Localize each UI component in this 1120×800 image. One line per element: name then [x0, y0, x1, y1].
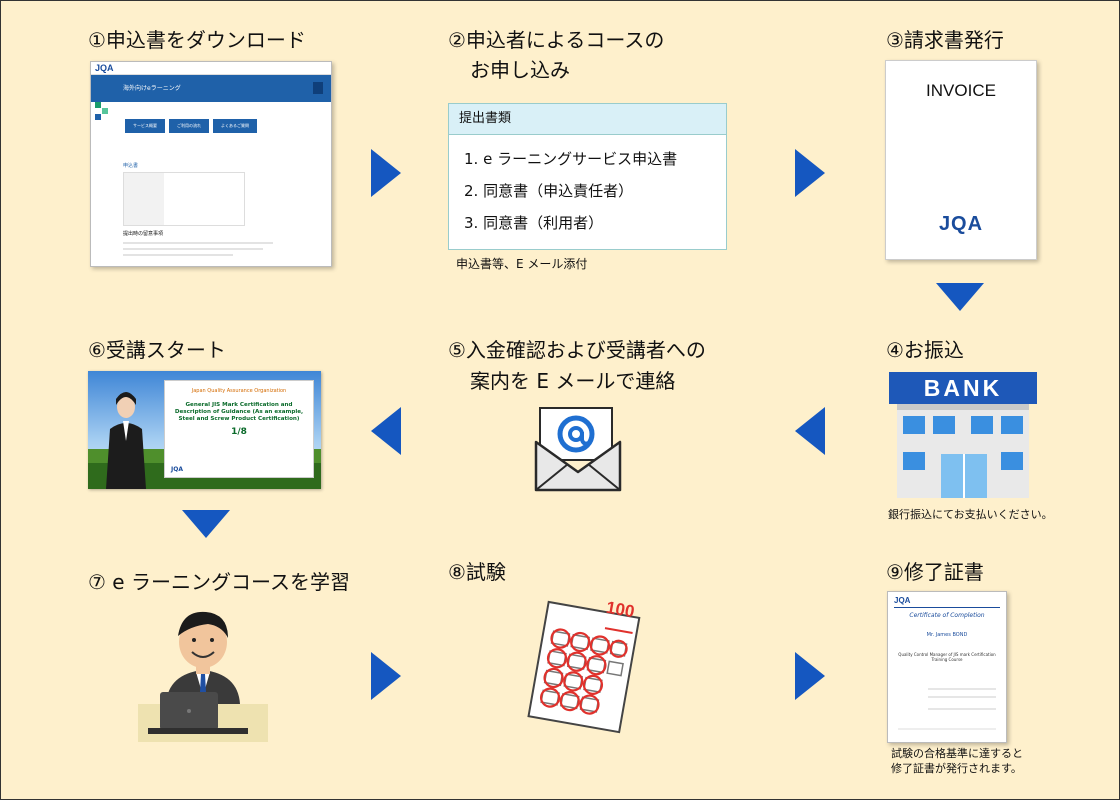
required-documents-box: 提出書類 1. e ラーニングサービス申込書 2. 同意書（申込責任者） 3. …: [448, 103, 727, 250]
certificate-note-line2: 修了証書が発行されます。: [891, 762, 1022, 775]
document-item: 2. 同意書（申込責任者）: [464, 182, 634, 200]
arrow-right-icon: [795, 652, 825, 700]
jqa-logo: JQA: [894, 596, 911, 605]
step8-title: ⑧試験: [448, 560, 506, 584]
learner-illustration: [138, 604, 268, 748]
certificate-title: Certificate of Completion: [909, 612, 985, 619]
application-form-screenshot: JQA 海外向けeラーニング サービス概要 ご利用の流れ よくあるご質問 申込書…: [90, 61, 332, 267]
step3-title: ③請求書発行: [886, 28, 1004, 52]
documents-header: 提出書類: [449, 104, 726, 135]
slide-page: 1/8: [231, 427, 247, 437]
document-item: 3. 同意書（利用者）: [464, 214, 604, 232]
step9-title: ⑨修了証書: [886, 560, 984, 584]
arrow-left-icon: [371, 407, 401, 455]
arrow-down-icon: [182, 510, 230, 538]
certificate-note: 試験の合格基準に達すると 修了証書が発行されます。: [891, 746, 1023, 776]
invoice-title: INVOICE: [926, 81, 996, 100]
screenshot-section: 申込書: [123, 163, 139, 169]
jqa-logo: JQA: [171, 466, 183, 473]
screenshot-tab: サービス概要: [125, 119, 165, 133]
step6-title: ⑥受講スタート: [88, 338, 226, 362]
email-icon: [534, 402, 622, 496]
arrow-right-icon: [371, 149, 401, 197]
lecture-slide: Japan Quality Assurance Organization Gen…: [164, 380, 314, 478]
arrow-down-icon: [936, 283, 984, 311]
certificate-document: JQA Certificate of Completion Mr. James …: [887, 591, 1007, 743]
step5-title-line2: 案内を E メールで連絡: [470, 369, 676, 393]
step2-title-line1: ②申込者によるコースの: [448, 28, 665, 52]
bank-note: 銀行振込にてお支払いください。: [888, 508, 1053, 521]
certificate-name: Mr. James BOND: [926, 632, 968, 638]
screenshot-banner: 海外向けeラーニング: [91, 75, 331, 102]
arrow-right-icon: [795, 149, 825, 197]
step1-title: ①申込書をダウンロード: [88, 28, 306, 52]
screenshot-tab: よくあるご質問: [213, 119, 257, 133]
slide-title: General JIS Mark Certification and Descr…: [174, 402, 304, 422]
slide-organization: Japan Quality Assurance Organization: [191, 388, 287, 394]
test-paper-icon: [508, 596, 648, 740]
arrow-right-icon: [371, 652, 401, 700]
certificate-note-line1: 試験の合格基準に達すると: [891, 747, 1023, 760]
bank-sign: BANK: [923, 375, 1003, 401]
step7-title: ⑦ e ラーニングコースを学習: [88, 570, 350, 594]
screenshot-notes-heading: 提出時の留意事項: [123, 231, 164, 237]
screenshot-tab: ご利用の流れ: [169, 119, 209, 133]
jqa-logo: JQA: [95, 63, 114, 73]
bank-icon: [889, 372, 1037, 502]
document-item: 1. e ラーニングサービス申込書: [464, 150, 678, 168]
step4-title: ④お振込: [886, 338, 964, 362]
arrow-left-icon: [795, 407, 825, 455]
documents-note: 申込書等、E メール添付: [456, 257, 588, 271]
jqa-logo: JQA: [938, 213, 984, 235]
invoice-document: INVOICE JQA: [885, 60, 1037, 260]
step2-title-line2: お申し込み: [470, 58, 570, 82]
certificate-program: Quality Control Manager of JIS mark Cert…: [898, 652, 996, 662]
e-learning-video: Japan Quality Assurance Organization Gen…: [88, 371, 321, 489]
step5-title-line1: ⑤入金確認および受講者への: [448, 338, 706, 362]
